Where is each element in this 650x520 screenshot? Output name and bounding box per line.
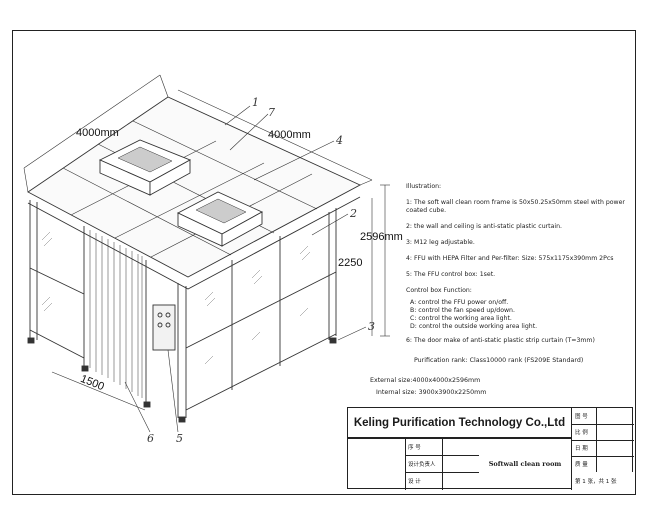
dimension-length: 4000mm xyxy=(76,127,119,139)
dimension-total-height: 2596mm xyxy=(360,231,403,243)
note-item: 2: the wall and ceiling is anti-static p… xyxy=(406,223,562,230)
purification-rank: Purification rank: Class10000 rank (FS20… xyxy=(414,357,584,364)
control-item: D: control the outside working area ligh… xyxy=(410,323,538,330)
illustration-notes: Illustration: 1: The soft wall clean roo… xyxy=(406,183,638,345)
callout-2: 2 xyxy=(350,207,357,220)
callout-7: 7 xyxy=(268,106,275,119)
note-item: 1: The soft wall clean room frame is 50x… xyxy=(406,199,625,206)
title-block: Keling Purification Technology Co.,Ltd 序… xyxy=(347,407,634,490)
label-drawing-no: 图 号 xyxy=(575,414,588,420)
label-design: 设 计 xyxy=(408,479,421,485)
note-item: 3: M12 leg adjustable. xyxy=(406,239,475,246)
label-quality: 质 量 xyxy=(575,462,588,468)
note-item: 5: The FFU control box: 1set. xyxy=(406,271,496,278)
callout-6: 6 xyxy=(147,432,154,445)
label-date: 日 期 xyxy=(575,446,588,452)
company-name: Keling Purification Technology Co.,Ltd xyxy=(348,408,572,438)
label-sheet-count: 第 1 张，共 1 张 xyxy=(572,472,634,490)
callout-3: 3 xyxy=(368,320,375,333)
label-scale: 比 例 xyxy=(575,430,588,436)
label-design-lead: 设计负责人 xyxy=(408,461,436,468)
callout-1: 1 xyxy=(252,96,259,109)
drawing-sheet-border xyxy=(12,30,636,495)
control-item: A: control the FFU power on/off. xyxy=(410,299,509,306)
external-size: External size:4000x4000x2596mm xyxy=(370,377,481,384)
control-item: C: control the working area light. xyxy=(410,315,512,322)
control-item: B: control the fan speed up/down. xyxy=(410,307,515,314)
product-name: Softwall clean room xyxy=(479,438,572,490)
dimension-width: 4000mm xyxy=(268,129,311,141)
door-note: 6: The door make of anti-static plastic … xyxy=(406,337,595,344)
note-item: 4: FFU with HEPA Filter and Per-filter: … xyxy=(406,255,614,262)
notes-title: Illustration: xyxy=(406,183,442,190)
control-box-title: Control box Function: xyxy=(406,287,472,294)
internal-size: Internal size: 3900x3900x2250mm xyxy=(376,389,487,396)
note-item: coated cube. xyxy=(406,207,447,214)
callout-4: 4 xyxy=(336,134,343,147)
callout-5: 5 xyxy=(176,432,183,445)
label-serial: 序 号 xyxy=(408,444,421,451)
dimension-inner-height: 2250 xyxy=(338,257,363,269)
